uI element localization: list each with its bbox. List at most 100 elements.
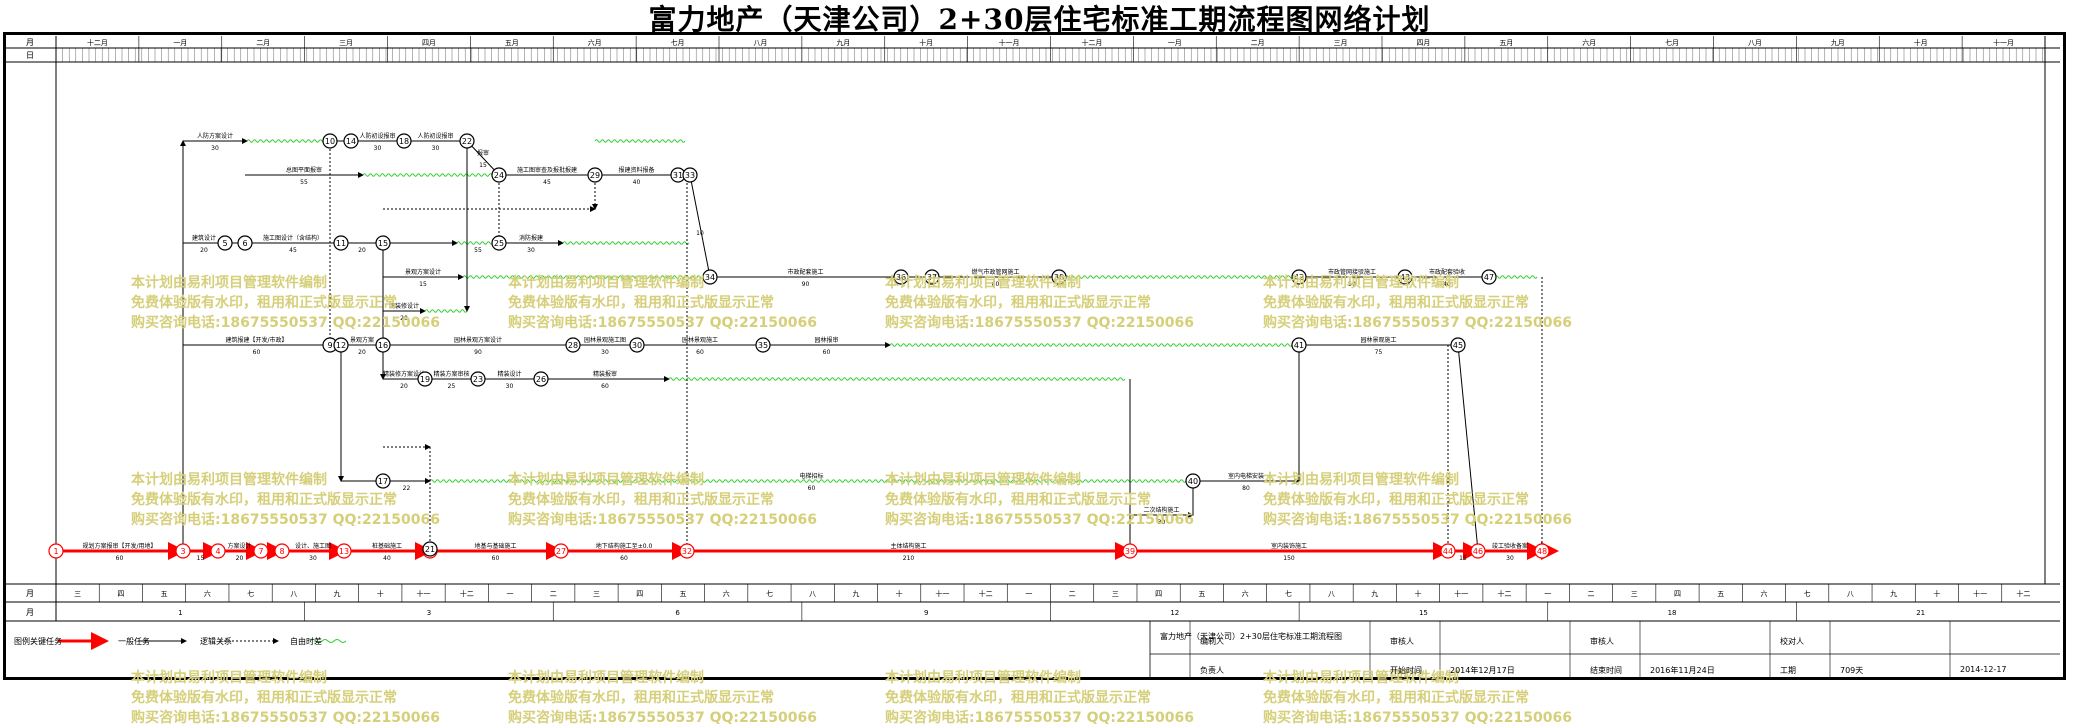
watermark-7: 本计划由易利项目管理软件编制免费体验版有水印，租用和正式版显示正常购买咨询电话:…	[885, 472, 1194, 528]
event-node-number: 15	[378, 239, 388, 248]
event-node-37: 37	[924, 269, 940, 285]
event-node-16: 16	[375, 337, 391, 353]
row-label-bottom-month: 月	[26, 589, 34, 598]
activity-duration: 60	[601, 383, 609, 390]
free-float-line	[424, 309, 468, 313]
bottom-month-label: 六	[204, 589, 211, 598]
bottom-month-label: 八	[1847, 590, 1854, 598]
month-label-top: 二月	[256, 39, 270, 47]
month-label-top: 十二月	[87, 38, 108, 47]
event-node-number: 35	[758, 341, 768, 350]
event-node-number: 16	[378, 341, 388, 350]
info-reviewer-label: 审核人	[1390, 637, 1414, 646]
bottom-month-label: 二	[1069, 590, 1076, 598]
free-float-line	[594, 139, 686, 143]
activity-label: 市政配套施工	[787, 268, 823, 276]
event-node-number: 13	[339, 547, 349, 556]
event-node-circle	[679, 543, 695, 559]
bottom-month-label: 六	[1760, 589, 1767, 598]
bottom-month-label: 四	[636, 590, 643, 598]
event-node-11: 11	[333, 235, 349, 251]
activity-duration: 90	[474, 349, 482, 356]
watermark-5: 本计划由易利项目管理软件编制免费体验版有水印，租用和正式版显示正常购买咨询电话:…	[131, 472, 440, 528]
event-node-17: 17	[375, 473, 391, 489]
activity-label: 室内装饰施工	[1271, 542, 1307, 550]
month-label-top: 五月	[1499, 39, 1513, 47]
bottom-month-label: 三	[1631, 590, 1638, 598]
event-node-circle	[629, 337, 645, 353]
month-label-top: 八月	[753, 39, 767, 47]
activity-duration: 20	[358, 349, 366, 356]
event-node-35: 35	[755, 337, 771, 353]
activity-duration: 40	[633, 179, 641, 186]
activity-duration: 90	[802, 281, 810, 288]
bottom-month-label: 八	[809, 590, 816, 598]
free-float-line	[362, 173, 496, 177]
bottom-num-label: 6	[675, 609, 680, 617]
event-node-circle	[210, 543, 226, 559]
activity-duration: 60	[116, 555, 124, 562]
watermark-6: 本计划由易利项目管理软件编制免费体验版有水印，租用和正式版显示正常购买咨询电话:…	[508, 472, 817, 528]
event-node-number: 36	[896, 273, 906, 282]
event-node-number: 44	[1443, 547, 1453, 556]
bottom-month-label: 十二	[2016, 589, 2030, 598]
event-node-34: 34	[702, 269, 718, 285]
activity-duration: 75	[1375, 349, 1383, 356]
event-node-circle	[422, 541, 438, 557]
event-node-number: 39	[1125, 547, 1135, 556]
info-start-label: 开始时间	[1390, 666, 1422, 675]
activity-label: 园林报审	[814, 336, 838, 344]
bottom-num-label: 15	[1419, 609, 1428, 617]
activity-duration: 210	[903, 555, 915, 562]
event-node-28: 28	[565, 337, 581, 353]
event-node-circle	[217, 235, 233, 251]
event-node-number: 9	[327, 341, 332, 350]
event-node-number: 14	[346, 137, 356, 146]
activity-label: 竣工验收备案	[1492, 542, 1528, 550]
event-node-13: 13	[336, 543, 352, 559]
watermark-9: 本计划由易利项目管理软件编制免费体验版有水印，租用和正式版显示正常购买咨询电话:…	[131, 670, 440, 726]
event-node-circle	[336, 543, 352, 559]
event-node-circle	[1440, 543, 1456, 559]
month-label-top: 八月	[1748, 39, 1762, 47]
event-node-circle	[48, 543, 64, 559]
legend-float-label: 自由时差	[290, 637, 322, 646]
event-node-number: 23	[473, 375, 483, 384]
event-node-number: 37	[927, 273, 937, 282]
event-node-circle	[1291, 337, 1307, 353]
event-node-number: 42	[1294, 273, 1304, 282]
bottom-num-label: 9	[924, 609, 928, 617]
watermark-8: 本计划由易利项目管理软件编制免费体验版有水印，租用和正式版显示正常购买咨询电话:…	[1263, 472, 1572, 528]
event-node-12: 12	[333, 337, 349, 353]
info-compiler-label: 编制人	[1200, 637, 1224, 646]
activity-duration: 30	[1506, 555, 1514, 562]
activity-label: 精装修设计	[389, 302, 419, 310]
activity-label: 市政管网接驳施工	[1328, 268, 1376, 276]
event-node-number: 10	[325, 137, 335, 146]
bottom-month-label: 七	[766, 589, 773, 598]
bottom-month-label: 一	[1025, 590, 1032, 598]
free-float-line	[668, 377, 1126, 381]
activity-duration: 30	[506, 383, 514, 390]
bottom-month-label: 五	[1717, 590, 1724, 598]
event-node-circle	[702, 269, 718, 285]
activity-duration: 60	[808, 485, 816, 492]
event-node-circle	[343, 133, 359, 149]
event-node-4: 4	[210, 543, 226, 559]
bottom-month-label: 十二	[1498, 589, 1512, 598]
event-node-number: 11	[336, 239, 346, 248]
event-node-number: 8	[279, 547, 284, 556]
activity-label: 精装报审	[593, 370, 617, 378]
activity-duration: 55	[300, 179, 308, 186]
event-node-21: 21	[422, 541, 438, 557]
row-label-bottom-num: 月	[26, 608, 34, 617]
free-float-line	[246, 139, 326, 143]
activity-duration: 30	[309, 555, 317, 562]
event-node-number: 48	[1537, 547, 1547, 556]
event-node-number: 12	[336, 341, 346, 350]
event-node-number: 34	[705, 273, 715, 282]
activity-duration: 30	[374, 145, 382, 152]
event-node-circle	[459, 133, 475, 149]
bottom-month-label: 四	[1155, 590, 1162, 598]
event-node-circle	[253, 543, 269, 559]
